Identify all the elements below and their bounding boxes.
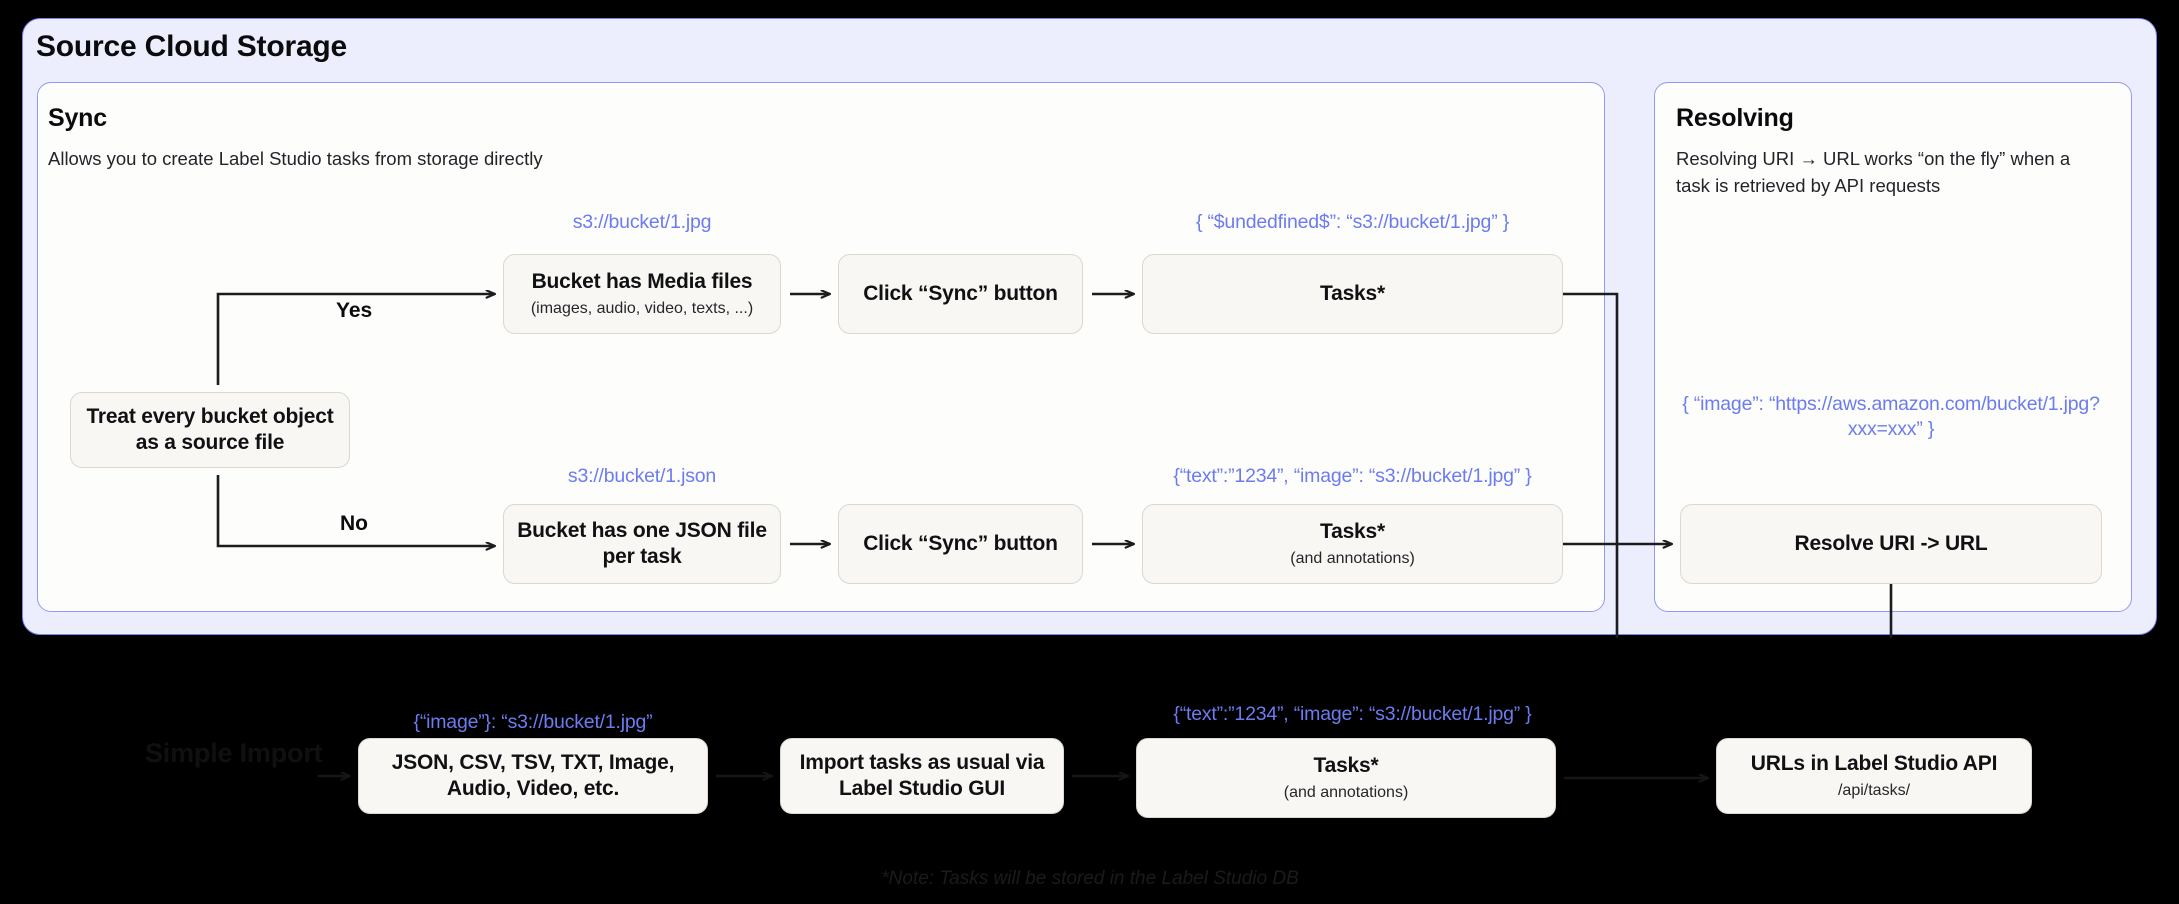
- node-title: Tasks*: [1313, 754, 1379, 778]
- node-supported-formats[interactable]: JSON, CSV, TSV, TXT, Image, Audio, Video…: [358, 738, 708, 814]
- node-title: Click “Sync” button: [863, 281, 1058, 305]
- node-title: JSON, CSV, TSV, TXT, Image, Audio, Video…: [391, 750, 675, 800]
- annotation-s3-jpg: s3://bucket/1.jpg: [572, 211, 712, 233]
- node-subtitle: (images, audio, video, texts, ...): [530, 299, 754, 317]
- sync-card-subtitle: Allows you to create Label Studio tasks …: [48, 148, 543, 169]
- node-bucket-has-one-json-file-per-task[interactable]: Bucket has one JSON file per task: [503, 504, 781, 584]
- node-treat-every-bucket-object[interactable]: Treat every bucket object as a source fi…: [70, 392, 350, 468]
- node-title: Resolve URI -> URL: [1794, 531, 1988, 555]
- annotation-text-image-json: {“text”:”1234”, “image”: “s3://bucket/1.…: [1173, 465, 1532, 487]
- node-urls-in-label-studio-api[interactable]: URLs in Label Studio API /api/tasks/: [1716, 738, 2032, 814]
- node-resolve-uri-to-url[interactable]: Resolve URI -> URL: [1680, 504, 2102, 584]
- node-title: Tasks*: [1320, 281, 1385, 305]
- node-tasks-and-annotations-import[interactable]: Tasks* (and annotations): [1136, 738, 1556, 818]
- node-title: Treat every bucket object as a source fi…: [86, 404, 334, 454]
- node-tasks-and-annotations-json[interactable]: Tasks* (and annotations): [1142, 504, 1563, 584]
- node-subtitle: /api/tasks/: [1837, 781, 1911, 799]
- node-title: Tasks*: [1320, 520, 1385, 544]
- node-title: Import tasks as usual via Label Studio G…: [799, 750, 1045, 800]
- branch-label-no: No: [340, 512, 368, 535]
- footnote: *Note: Tasks will be stored in the Label…: [881, 868, 1299, 889]
- annotation-import-tasks-json: {“text”:”1234”, “image”: “s3://bucket/1.…: [1173, 703, 1532, 725]
- node-title: Bucket has Media files: [531, 270, 753, 294]
- node-bucket-has-media-files[interactable]: Bucket has Media files (images, audio, v…: [503, 254, 781, 334]
- simple-import-label: Simple Import: [145, 738, 323, 768]
- node-import-tasks-via-gui[interactable]: Import tasks as usual via Label Studio G…: [780, 738, 1064, 814]
- node-subtitle: (and annotations): [1290, 549, 1415, 567]
- resolving-card-subtitle: Resolving URI → URL works “on the fly” w…: [1676, 148, 2071, 196]
- node-title: Click “Sync” button: [863, 531, 1058, 555]
- page-title: Source Cloud Storage: [36, 30, 348, 63]
- annotation-resolved-url: { “image”: “https://aws.amazon.com/bucke…: [1682, 393, 2100, 441]
- node-click-sync-button-json[interactable]: Click “Sync” button: [838, 504, 1083, 584]
- resolving-card-title: Resolving: [1676, 104, 1794, 132]
- node-tasks-media[interactable]: Tasks*: [1142, 254, 1563, 334]
- annotation-image-s3: {“image”}: “s3://bucket/1.jpg”: [413, 711, 653, 733]
- sync-card-title: Sync: [48, 104, 107, 132]
- annotation-undefined-json: { “$undedfined$”: “s3://bucket/1.jpg” }: [1195, 211, 1510, 233]
- node-title: Bucket has one JSON file per task: [517, 518, 767, 568]
- node-subtitle: (and annotations): [1283, 783, 1409, 801]
- branch-label-yes: Yes: [336, 299, 373, 322]
- node-click-sync-button-media[interactable]: Click “Sync” button: [838, 254, 1083, 334]
- annotation-s3-json: s3://bucket/1.json: [567, 465, 717, 487]
- node-title: URLs in Label Studio API: [1750, 752, 1998, 776]
